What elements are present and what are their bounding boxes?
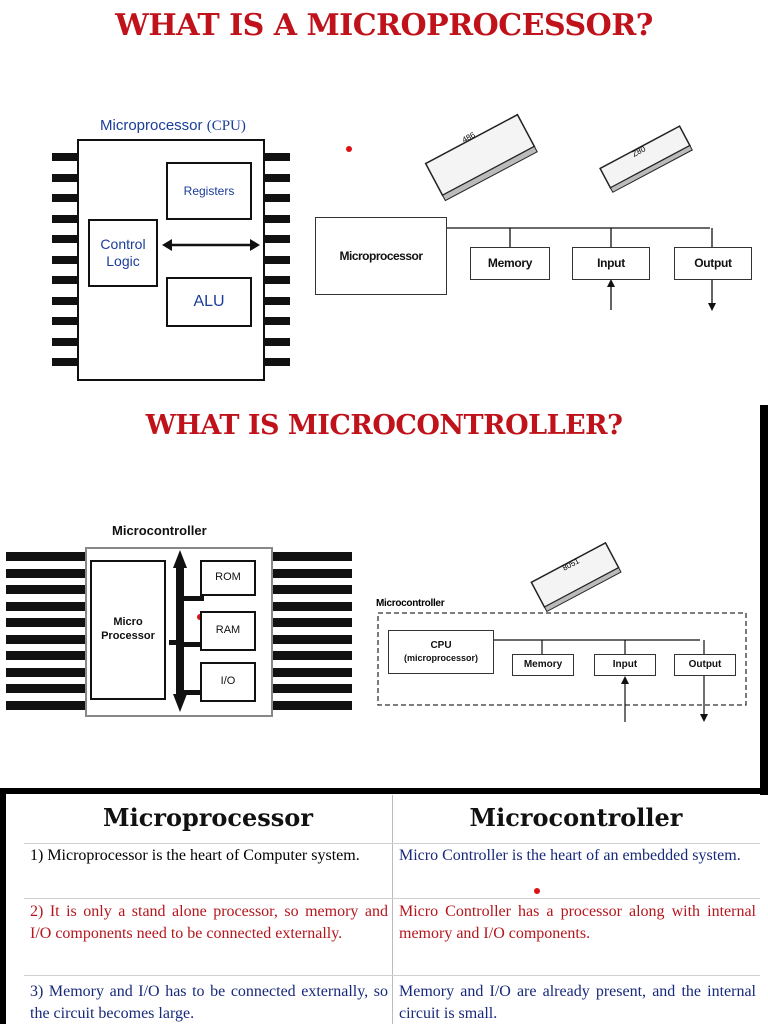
mp-system-graphics — [424, 113, 716, 311]
mc-chip-pin — [272, 634, 352, 644]
mc-chip-pin — [6, 667, 86, 677]
table-row-line — [24, 843, 760, 844]
table-cell: 3) Memory and I/O has to be connected ex… — [30, 983, 388, 1022]
frame-divider — [0, 788, 768, 794]
mc-memory-block: Memory — [512, 654, 574, 676]
io-box: I/O — [200, 662, 256, 702]
microcontroller-diagram: Microcontroller Micro Processor ROM RAM … — [0, 520, 360, 720]
chip-pin — [264, 317, 290, 325]
registers-box: Registers — [166, 162, 252, 220]
left-edge-bar — [0, 790, 6, 1024]
ram-box: RAM — [200, 611, 256, 651]
bidirectional-arrow — [162, 239, 260, 251]
table-header-microprocessor: Microprocessor — [103, 803, 313, 832]
mc-chip-pin — [272, 684, 352, 693]
table-row-line — [24, 898, 760, 899]
chip-pin — [264, 235, 290, 243]
chip-pin — [52, 255, 78, 264]
processor-text: Processor — [101, 630, 155, 642]
logic-text: Logic — [106, 253, 140, 269]
microprocessor-system-diagram: 486 Z80 Microprocessor Memory Input Outp… — [310, 95, 760, 320]
chip-pin — [264, 296, 290, 305]
table-cell: Memory and I/O are already present, and … — [399, 983, 756, 1022]
red-dot — [534, 888, 540, 894]
microprocessor-title: WHAT IS A MICROPROCESSOR? — [115, 8, 653, 43]
chip-pin — [264, 337, 290, 346]
microprocessor-diagram: Microprocessor (CPU) Registers Control L… — [50, 115, 300, 390]
microcontroller-system-diagram: 8051 Microcontroller CPU (microprocessor… — [370, 540, 760, 725]
chip-pin — [52, 276, 78, 284]
control-text: Control — [100, 235, 146, 252]
mc-chip-pin — [272, 552, 352, 561]
mp-label-text: Microprocessor — [100, 117, 203, 134]
table-divider — [392, 795, 393, 1024]
right-edge-bar — [760, 405, 768, 795]
chip-pin — [264, 255, 290, 264]
chip-pin — [264, 214, 290, 223]
microprocessor-diagram-label: Microprocessor (CPU) — [100, 117, 246, 135]
chip-pin — [52, 296, 78, 305]
mc-chip-pin — [272, 700, 352, 710]
mc-chip-pin — [6, 618, 86, 627]
chip-pin — [52, 214, 78, 223]
mc-chip-pin — [6, 684, 86, 693]
micro-text: Micro — [113, 616, 143, 629]
output-block: Output — [674, 247, 752, 280]
memory-block: Memory — [470, 247, 550, 280]
mc-chip-pin — [272, 585, 352, 594]
mc-chip-pin — [6, 601, 86, 611]
chip-pin — [52, 358, 78, 366]
mc-chip-pin — [6, 568, 86, 578]
mc-chip-pin — [6, 700, 86, 710]
chip-pin — [264, 358, 290, 366]
mc-system-label: Microcontroller — [376, 598, 445, 609]
chip-pin — [264, 153, 290, 161]
micro-processor-box: Micro Processor — [90, 560, 166, 700]
chip-pin — [264, 276, 290, 284]
mc-chip-pin — [272, 667, 352, 677]
mp-label-suffix: (CPU) — [206, 118, 246, 134]
chip-pin — [52, 317, 78, 325]
control-logic-box: Control Logic — [88, 219, 158, 287]
chip-pin — [264, 194, 290, 202]
microcontroller-diagram-label: Microcontroller — [112, 523, 207, 538]
mc-chip-pin — [272, 601, 352, 611]
comparison-table: Microprocessor Microcontroller 1) Microp… — [24, 795, 760, 1024]
mc-output-block: Output — [674, 654, 736, 676]
mc-chip-pin — [272, 618, 352, 627]
cpu-text: CPU — [430, 640, 452, 652]
table-cell: Micro Controller has a processor along w… — [399, 903, 756, 942]
cpu-sub-text: (microprocessor) — [403, 652, 479, 663]
input-block: Input — [572, 247, 650, 280]
table-cell: 1) Microprocessor is the heart of Comput… — [30, 847, 360, 864]
table-cell: 2) It is only a stand alone processor, s… — [30, 903, 388, 942]
chip-pin — [264, 173, 290, 182]
chip-pin — [52, 235, 78, 243]
mc-chip-pin — [272, 568, 352, 578]
mc-bus-arrows — [169, 550, 204, 712]
mc-chip-pin — [6, 634, 86, 644]
microprocessor-block: Microprocessor — [315, 217, 447, 295]
mc-chip-pin — [6, 651, 86, 660]
mc-system-graphics — [377, 541, 747, 722]
chip-pin — [52, 337, 78, 346]
mc-chip-pin — [272, 651, 352, 660]
cpu-block: CPU (microprocessor) — [388, 630, 494, 674]
chip-pin — [52, 194, 78, 202]
rom-box: ROM — [200, 560, 256, 596]
chip-pin — [52, 153, 78, 161]
microcontroller-title: WHAT IS MICROCONTROLLER? — [145, 410, 623, 441]
mc-chip-pin — [6, 585, 86, 594]
chip-pin — [52, 173, 78, 182]
alu-box: ALU — [166, 277, 252, 327]
mc-input-block: Input — [594, 654, 656, 676]
table-header-microcontroller: Microcontroller — [469, 803, 683, 832]
red-dot — [346, 146, 352, 152]
table-row-line — [24, 975, 760, 976]
table-cell: Micro Controller is the heart of an embe… — [399, 847, 741, 864]
mc-chip-pin — [6, 552, 86, 561]
